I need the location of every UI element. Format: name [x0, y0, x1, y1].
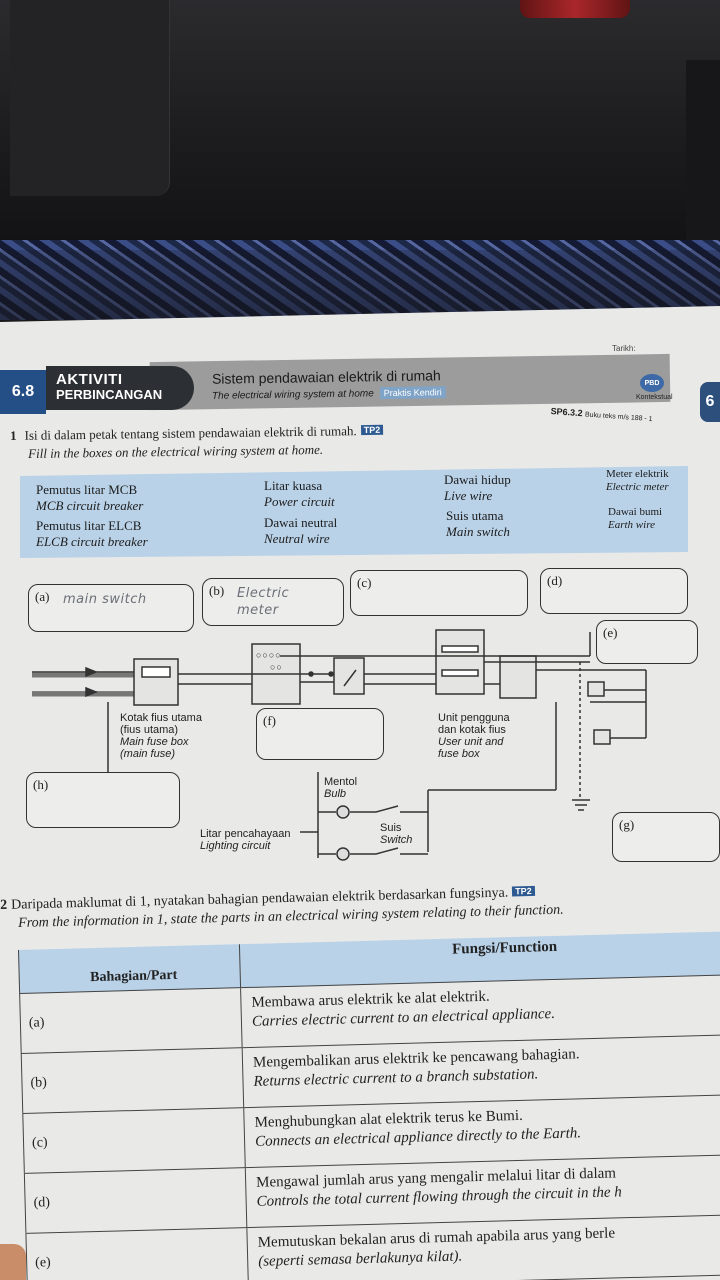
- word-bank-item: Dawai hidup Live wire: [444, 472, 511, 504]
- part-cell[interactable]: (d): [23, 1168, 248, 1233]
- label-ms: (fius utama): [120, 724, 179, 736]
- label-ms: Suis: [380, 822, 402, 834]
- wiring-diagram: ○○○○ ○○ (a) main switch (b) Electric met…: [0, 562, 720, 882]
- word-en: MCB circuit breaker: [36, 498, 144, 513]
- part-cell[interactable]: (c): [22, 1108, 246, 1173]
- word-ms: Pemutus litar ELCB: [36, 518, 142, 533]
- part-cell[interactable]: (a): [19, 988, 243, 1053]
- box-label: (b): [209, 583, 225, 598]
- box-label: (f): [263, 713, 276, 728]
- label-ms: Mentol: [324, 776, 358, 788]
- part-cell[interactable]: (e): [25, 1228, 249, 1280]
- sp-code: SP6.3.2: [550, 406, 583, 419]
- activity-subtitle: PERBINCANGAN: [56, 387, 163, 402]
- question-1-text: Isi di dalam petak tentang sistem pendaw…: [24, 423, 357, 443]
- word-bank-item: Dawai bumi Earth wire: [608, 506, 662, 532]
- label-en: Main fuse box: [120, 736, 189, 748]
- wiring-schematic: ○○○○ ○○: [32, 629, 647, 861]
- box-label: (d): [547, 573, 563, 588]
- practice-badge: Praktis Kendiri: [379, 386, 446, 400]
- laptop-background: [0, 0, 720, 250]
- bulb-label: Mentol Bulb: [324, 776, 357, 800]
- question-2-number: 2: [0, 897, 8, 913]
- pbd-logo-icon: PBD: [640, 374, 664, 392]
- tp-badge: TP2: [360, 424, 384, 436]
- contextual-label: Kontekstual: [636, 394, 673, 401]
- word-en: Power circuit: [264, 494, 335, 509]
- box-label: (h): [33, 777, 49, 792]
- thumb: [0, 1244, 26, 1280]
- word-en: Neutral wire: [264, 531, 330, 546]
- box-label: (g): [619, 817, 635, 832]
- word-bank-item: Pemutus litar ELCB ELCB circuit breaker: [36, 518, 148, 550]
- answer-box-e[interactable]: (e): [596, 620, 698, 664]
- activity-title: AKTIVITI: [56, 371, 123, 388]
- label-ms: Kotak fius utama: [120, 712, 202, 724]
- laptop-lid: [10, 0, 170, 196]
- word-en: Earth wire: [608, 519, 655, 531]
- fabric-shade: [0, 250, 720, 320]
- lighting-circuit-label: Litar pencahayaan Lighting circuit: [200, 828, 291, 852]
- tp-badge: TP2: [512, 885, 535, 897]
- chapter-tab: 6: [700, 382, 720, 422]
- laptop-indicator: [520, 0, 630, 18]
- switch-label: Suis Switch: [380, 822, 412, 846]
- word-ms: Dawai bumi: [608, 506, 663, 518]
- word-bank-item: Meter elektrik Electric meter: [606, 468, 669, 494]
- laptop-edge: [686, 60, 720, 250]
- question-1-number: 1: [10, 427, 17, 443]
- word-ms: Litar kuasa: [264, 478, 323, 493]
- answer-box-h[interactable]: (h): [26, 772, 180, 828]
- handwritten-answer: Electric meter: [237, 586, 290, 618]
- label-en: Bulb: [324, 788, 347, 800]
- word-ms: Dawai hidup: [444, 472, 511, 487]
- answer-box-f[interactable]: (f): [256, 708, 384, 760]
- box-label: (a): [35, 589, 50, 604]
- header-part: Bahagian/Part: [18, 944, 242, 993]
- answer-box-g[interactable]: (g): [612, 812, 720, 862]
- word-ms: Suis utama: [446, 508, 504, 523]
- word-en: Main switch: [446, 524, 510, 539]
- activity-badge: AKTIVITI PERBINCANGAN: [46, 366, 194, 410]
- word-bank-item: Litar kuasa Power circuit: [264, 478, 335, 510]
- word-ms: Meter elektrik: [606, 468, 669, 480]
- answer-box-a[interactable]: (a) main switch: [28, 584, 194, 632]
- word-en: Live wire: [444, 488, 493, 503]
- label-en: (main fuse): [120, 748, 176, 760]
- box-label: (e): [603, 625, 618, 640]
- date-field-label: Tarikh:: [612, 344, 636, 353]
- word-en: Electric meter: [606, 481, 669, 493]
- part-cell[interactable]: (b): [20, 1048, 245, 1113]
- answer-box-d[interactable]: (d): [540, 568, 688, 614]
- word-ms: Dawai neutral: [264, 515, 338, 530]
- label-en: fuse box: [438, 748, 480, 760]
- user-unit-label: Unit pengguna dan kotak fius User unit a…: [438, 712, 510, 760]
- label-ms: Litar pencahayaan: [200, 828, 291, 840]
- handwritten-answer: main switch: [63, 592, 147, 607]
- word-bank-item: Dawai neutral Neutral wire: [264, 515, 337, 547]
- svg-text:○○○○: ○○○○: [256, 650, 282, 660]
- answer-box-c[interactable]: (c): [350, 570, 528, 616]
- word-ms: Pemutus litar MCB: [36, 482, 138, 497]
- label-en: Switch: [380, 834, 413, 846]
- function-table: Bahagian/Part Fungsi/Function (a) Membaw…: [18, 930, 720, 1280]
- box-label: (c): [357, 575, 372, 590]
- svg-text:○○: ○○: [270, 662, 283, 672]
- label-en: User unit and: [438, 736, 504, 748]
- word-bank: [20, 466, 688, 558]
- section-number: 6.8: [0, 370, 46, 414]
- word-bank-item: Suis utama Main switch: [446, 508, 510, 540]
- label-en: Lighting circuit: [200, 840, 271, 852]
- main-fuse-box-label: Kotak fius utama (fius utama) Main fuse …: [120, 712, 202, 760]
- word-en: ELCB circuit breaker: [36, 534, 148, 549]
- label-ms: Unit pengguna: [438, 712, 510, 724]
- answer-box-b[interactable]: (b) Electric meter: [202, 578, 344, 626]
- word-bank-item: Pemutus litar MCB MCB circuit breaker: [36, 482, 143, 514]
- label-ms: dan kotak fius: [438, 724, 506, 736]
